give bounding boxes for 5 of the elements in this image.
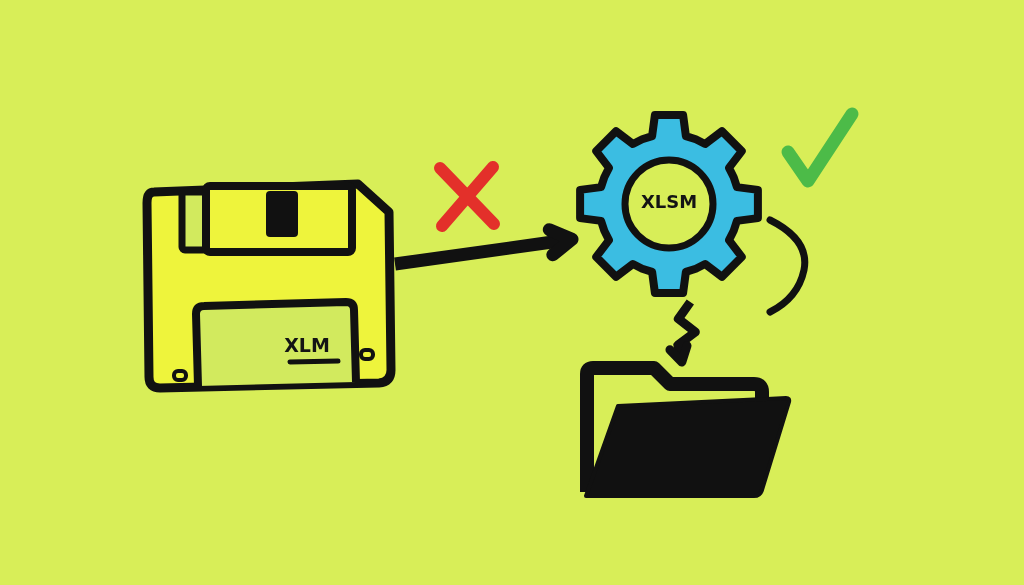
folder-icon (578, 362, 790, 500)
zigzag-arrow (665, 299, 700, 367)
format-label: XLSM (639, 192, 699, 213)
format-label: XLM (283, 335, 331, 357)
arrow (394, 223, 579, 271)
